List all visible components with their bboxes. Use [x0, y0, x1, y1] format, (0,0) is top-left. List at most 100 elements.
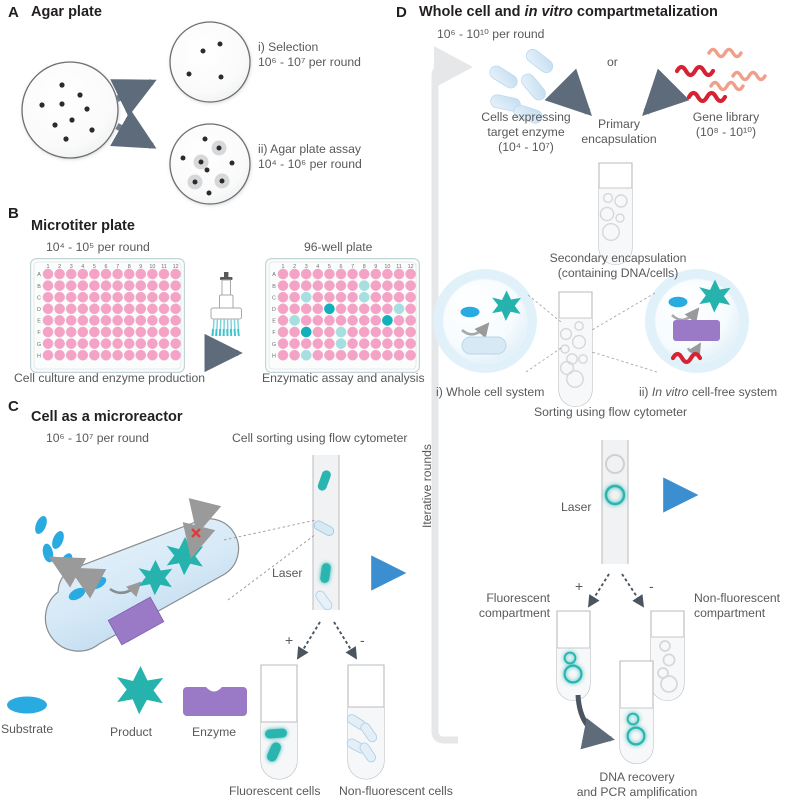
well-E9	[370, 315, 382, 326]
svg-text:E: E	[37, 319, 41, 325]
well-H8	[123, 349, 135, 361]
dna-recovery-arrow	[575, 694, 615, 750]
panel-d-cells-label-l3: (10⁴ - 10⁷)	[498, 139, 554, 154]
panel-d-secondary-l1: Secondary encapsulation	[549, 251, 687, 265]
panel-d-title: Whole cell and in vitro compartmetalizat…	[419, 4, 718, 20]
well-B8	[123, 280, 135, 291]
well-B3	[65, 280, 77, 291]
well-B12	[405, 280, 416, 291]
sorting-arrows-c	[297, 621, 357, 660]
well-F10	[147, 326, 158, 338]
well-G10	[147, 338, 158, 349]
svg-text:9: 9	[139, 264, 142, 270]
cells-in-channel-c	[313, 470, 335, 611]
panel-d-system-right-label: ii) In vitro cell-free system	[639, 385, 777, 400]
svg-text:C: C	[37, 295, 41, 301]
well-H6	[335, 349, 347, 361]
well-H8	[358, 349, 370, 361]
panel-d-recovery-l1: DNA recovery	[599, 770, 675, 784]
agar-plate-selection	[169, 21, 251, 103]
iterative-loop-arrow	[431, 46, 474, 744]
svg-text:2: 2	[58, 264, 61, 270]
well-D3	[300, 303, 312, 315]
svg-text:G: G	[272, 342, 276, 348]
well-D9	[370, 303, 382, 315]
tube-nonfluorescent-cells-c	[346, 664, 385, 780]
well-H3	[65, 349, 77, 361]
panel-d-secondary-label: Secondary encapsulation (containing DNA/…	[506, 251, 730, 281]
panel-d-nonfluor-l1: Non-fluorescent	[694, 591, 781, 605]
product-star-droplet-right	[699, 279, 731, 313]
well-F4	[312, 326, 324, 338]
well-G12	[170, 338, 181, 349]
panel-d-title-part1: Whole cell and	[419, 4, 525, 20]
svg-text:11: 11	[396, 264, 402, 270]
well-E1	[42, 315, 54, 326]
membrane-transport-arrows	[48, 497, 222, 599]
well-F7	[112, 326, 123, 338]
well-E4	[77, 315, 89, 326]
tube-nonfluorescent-compartment	[650, 610, 685, 702]
well-G10	[382, 338, 393, 349]
well-G6	[335, 338, 347, 349]
svg-text:2: 2	[293, 264, 296, 270]
well-D12	[170, 303, 181, 315]
well-B4	[312, 280, 324, 291]
well-G3	[65, 338, 77, 349]
well-E2	[289, 315, 300, 326]
well-A9	[370, 268, 382, 280]
panel-a-item-selection: i) Selection 10⁶ - 10⁷ per round	[258, 40, 361, 70]
well-F1	[277, 326, 289, 338]
well-H2	[54, 349, 65, 361]
svg-text:4: 4	[81, 264, 84, 270]
well-F12	[170, 326, 181, 338]
well-A1	[277, 268, 289, 280]
well-C12	[405, 291, 416, 303]
well-A3	[65, 268, 77, 280]
well-E5	[324, 315, 335, 326]
well-A3	[300, 268, 312, 280]
well-E12	[170, 315, 181, 326]
panel-d-fluor-label: Fluorescent compartment	[470, 591, 550, 621]
legend-shapes-c	[7, 666, 247, 716]
well-A7	[347, 268, 358, 280]
svg-text:6: 6	[105, 264, 108, 270]
well-A2	[289, 268, 300, 280]
well-G11	[393, 338, 405, 349]
well-G4	[312, 338, 324, 349]
panel-b-plate-title: 96-well plate	[304, 240, 373, 254]
gene-library-group	[674, 47, 767, 104]
well-C10	[382, 291, 393, 303]
panel-d-or-label: or	[607, 55, 618, 69]
well-E11	[393, 315, 405, 326]
well-G1	[277, 338, 289, 349]
well-F2	[54, 326, 65, 338]
well-D6	[100, 303, 112, 315]
svg-text:7: 7	[351, 264, 354, 270]
panel-d-system-right-prefix: ii)	[639, 385, 652, 399]
well-A11	[158, 268, 170, 280]
panel-d-gate-positive: +	[575, 578, 584, 594]
panel-c-tube-positive-label: Fluorescent cells	[229, 784, 321, 798]
svg-text:C: C	[272, 295, 276, 301]
well-H6	[100, 349, 112, 361]
panel-b-right-caption: Enzymatic assay and analysis	[262, 371, 425, 385]
well-F12	[405, 326, 416, 338]
panel-c-gate-positive: +	[285, 632, 294, 648]
well-E9	[135, 315, 147, 326]
svg-text:5: 5	[328, 264, 331, 270]
well-C1	[42, 291, 54, 303]
svg-text:12: 12	[408, 264, 414, 270]
well-F2	[289, 326, 300, 338]
well-A11	[393, 268, 405, 280]
well-C4	[77, 291, 89, 303]
panel-d-system-right-italic: In vitro	[651, 385, 689, 399]
panel-c-gate-negative: -	[360, 632, 365, 648]
well-D4	[77, 303, 89, 315]
panel-d-primary-label: Primary encapsulation	[571, 117, 667, 147]
legend-product-label: Product	[110, 725, 153, 739]
panel-b-letter: B	[8, 205, 19, 222]
svg-text:6: 6	[340, 264, 343, 270]
enzyme-shape-in-cell	[107, 596, 165, 646]
svg-text:E: E	[272, 319, 276, 325]
